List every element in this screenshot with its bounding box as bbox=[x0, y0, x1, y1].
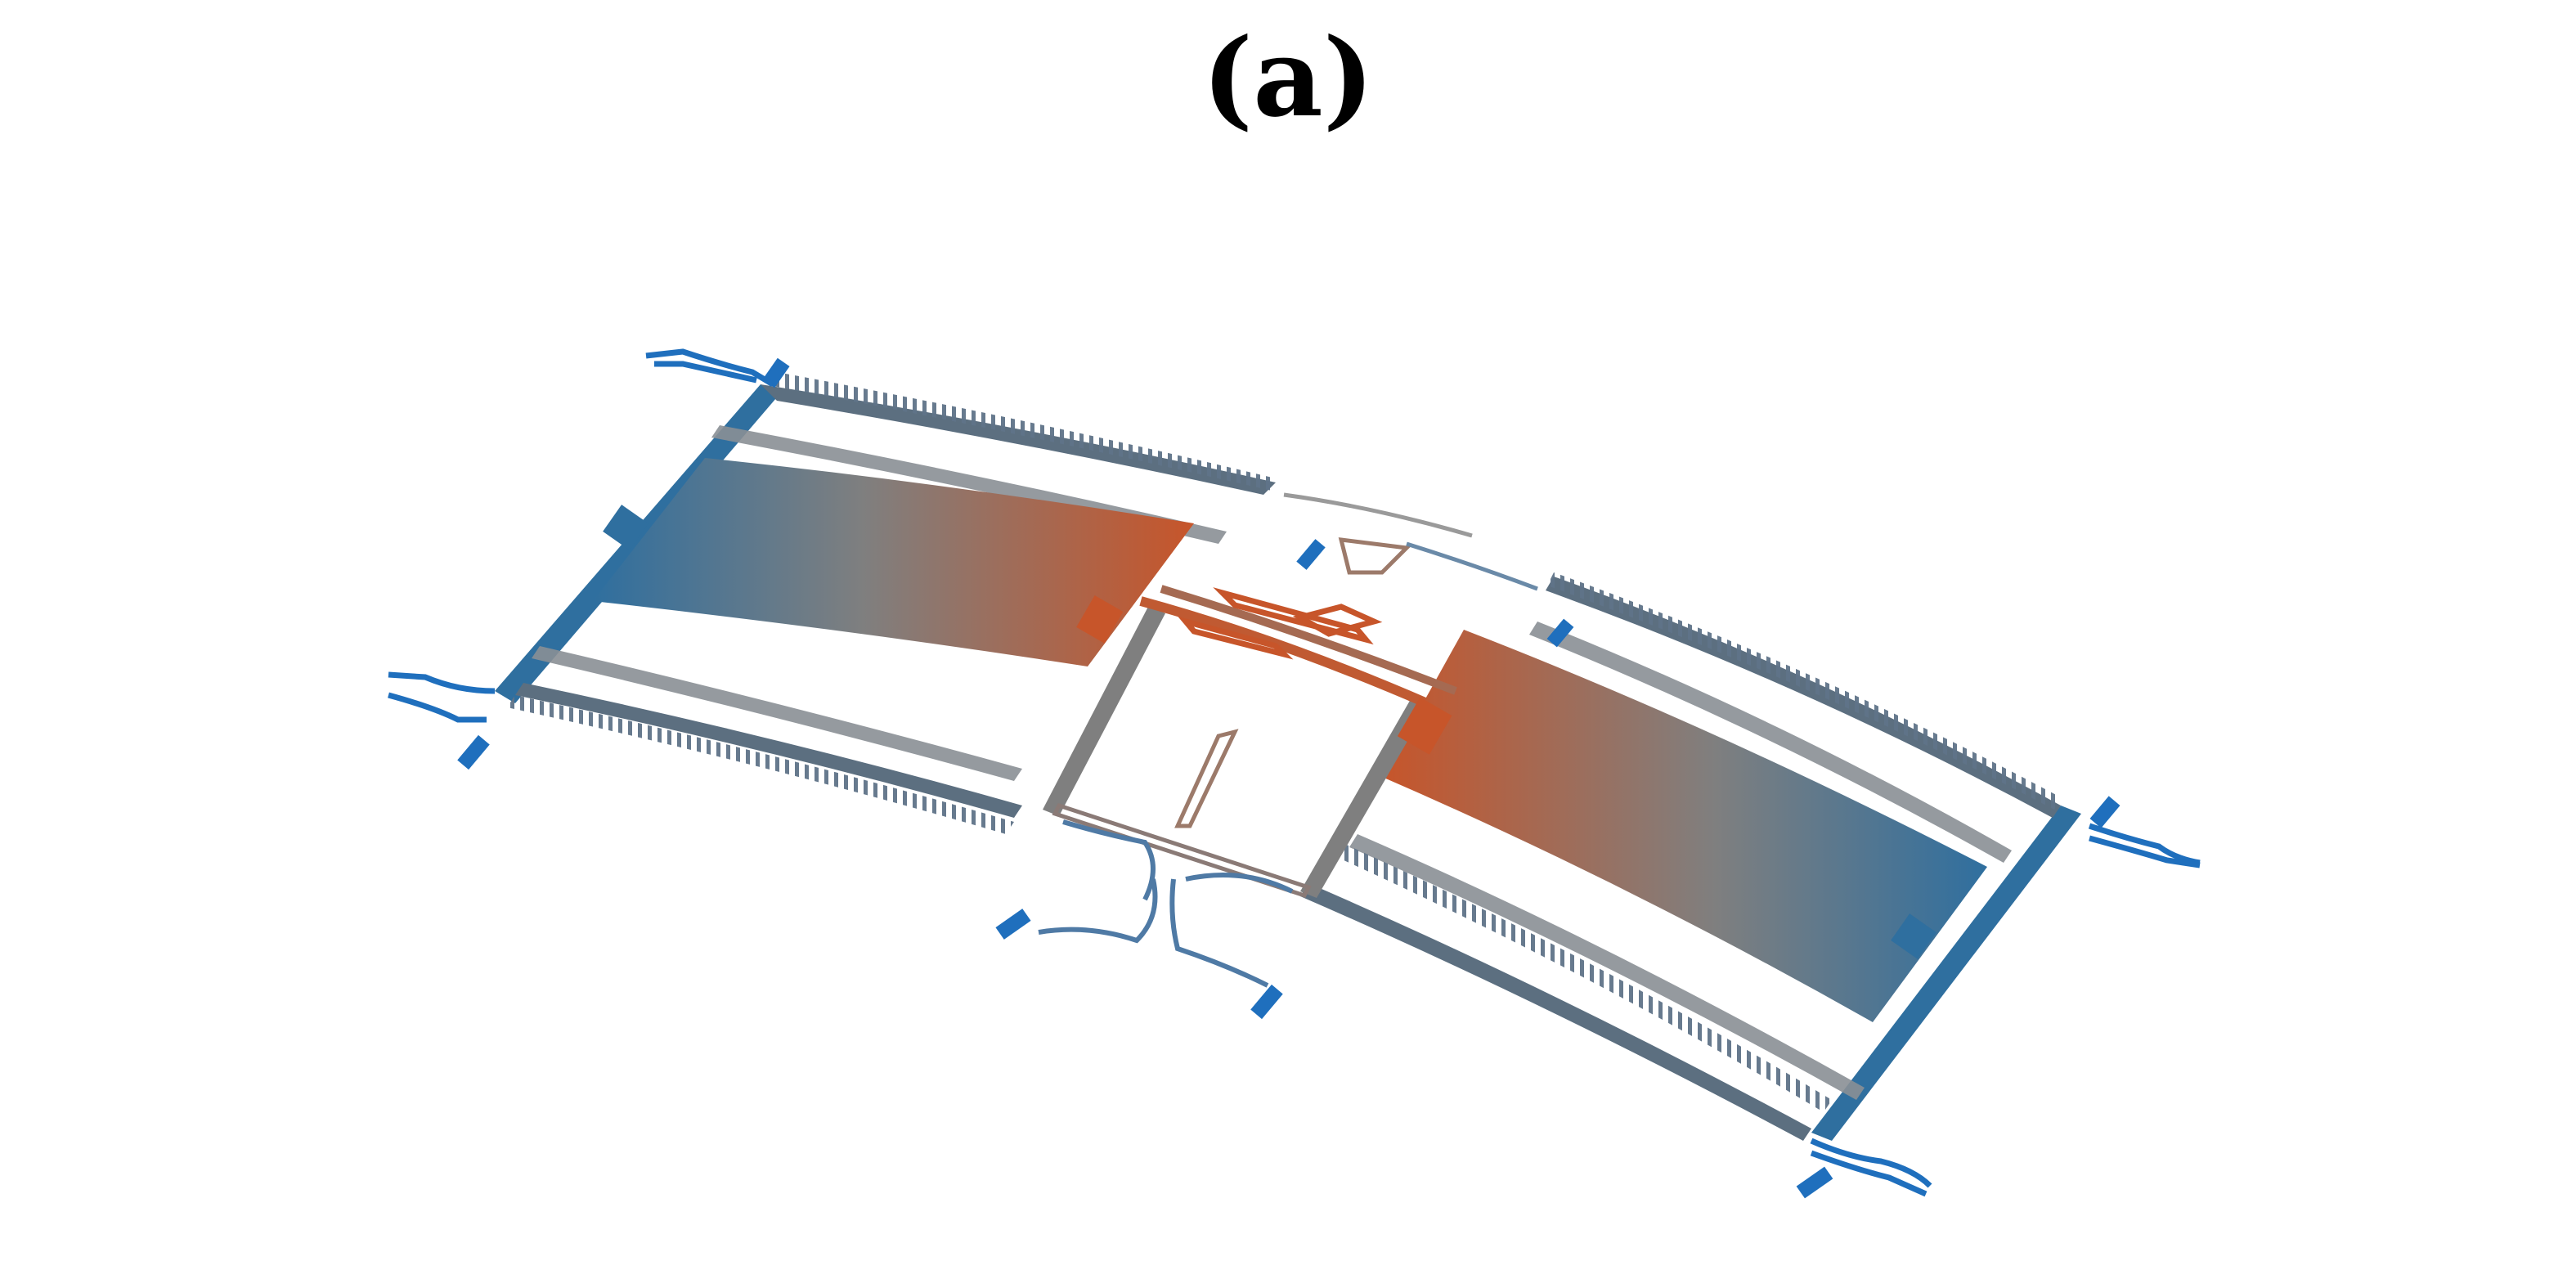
proof-mass-plate-icon bbox=[593, 458, 1194, 666]
proof-mass-plate-icon bbox=[1382, 630, 1987, 1022]
comb-drive-icon bbox=[1333, 572, 2061, 1112]
serpentine-spring-icon bbox=[1174, 492, 1538, 828]
center-frame bbox=[1043, 585, 1457, 899]
attachment-blocks bbox=[1076, 595, 1452, 755]
serpentine-spring-icon bbox=[388, 348, 2201, 1197]
right-frame bbox=[1300, 577, 2081, 1141]
attachment-blocks bbox=[603, 505, 1936, 959]
anchor-pad-icon bbox=[457, 357, 2120, 1199]
serpentine-spring-icon bbox=[1178, 587, 1383, 660]
panel-label: (a) bbox=[1201, 15, 1375, 141]
serpentine-spring-icon bbox=[1038, 819, 1294, 988]
